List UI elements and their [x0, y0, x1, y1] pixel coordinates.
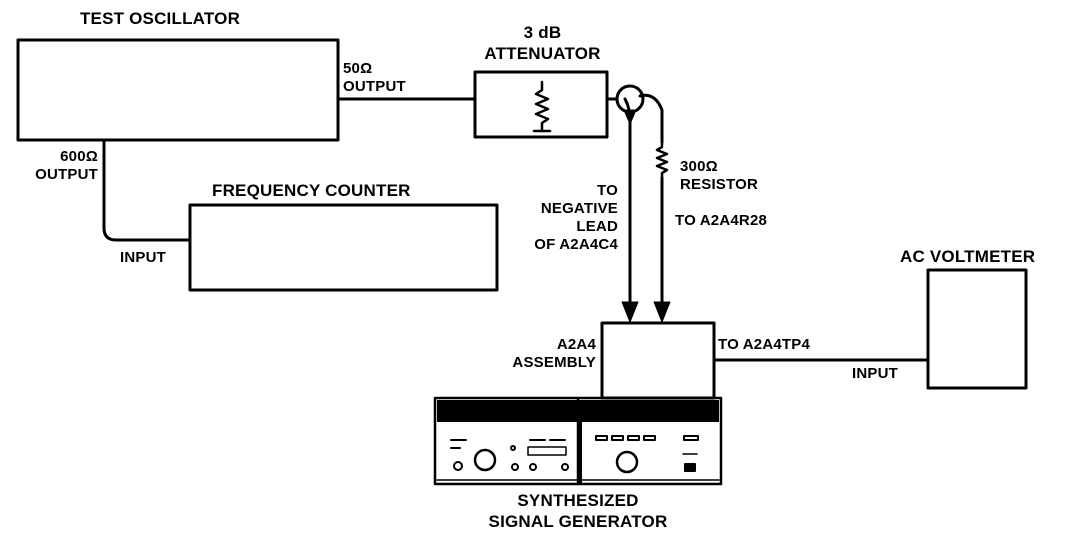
300-ohm-resistor-icon: [655, 140, 669, 180]
negative-lead-label: TO NEGATIVE LEAD OF A2A4C4: [534, 182, 618, 253]
oscillator-600-ohm-output-label: 600Ω OUTPUT: [35, 148, 98, 183]
attenuator-box: [473, 70, 609, 139]
attenuator-label: 3 dB ATTENUATOR: [484, 23, 601, 63]
resistor-lead-arrow-icon: [653, 301, 671, 323]
generator-right-controls: [595, 435, 699, 474]
ac-voltmeter-box: [926, 268, 1028, 390]
resistor-label: 300Ω RESISTOR: [680, 158, 759, 193]
frequency-counter-label: FREQUENCY COUNTER: [212, 181, 411, 200]
ac-voltmeter-input-label: INPUT: [852, 365, 898, 382]
negative-lead-cable: [623, 97, 632, 314]
frequency-counter-input-label: INPUT: [120, 249, 166, 266]
test-oscillator-label: TEST OSCILLATOR: [79, 9, 241, 28]
ac-voltmeter-label: AC VOLTMETER: [900, 247, 1036, 266]
a2a4-assembly-box: [600, 321, 716, 400]
resistor-cable: [638, 93, 664, 144]
negative-lead-clip-icon: [623, 109, 637, 125]
a2a4-assembly-label: A2A4 ASSEMBLY: [512, 336, 596, 371]
oscillator-to-counter-cable: [102, 138, 192, 242]
signal-generator-panel: [433, 396, 723, 486]
generator-left-controls: [450, 439, 569, 472]
test-oscillator-box: [16, 38, 340, 142]
negative-lead-arrow-icon: [621, 301, 639, 323]
attenuator-resistor-icon: [534, 80, 550, 133]
resistor-to-a2a4r28-label: TO A2A4R28: [675, 212, 768, 229]
frequency-counter-box: [188, 203, 499, 292]
signal-generator-label: SYNTHESIZED SIGNAL GENERATOR: [488, 491, 668, 531]
oscillator-50-ohm-output-label: 50Ω OUTPUT: [343, 60, 406, 95]
to-a2a4tp4-label: TO A2A4TP4: [718, 336, 811, 353]
